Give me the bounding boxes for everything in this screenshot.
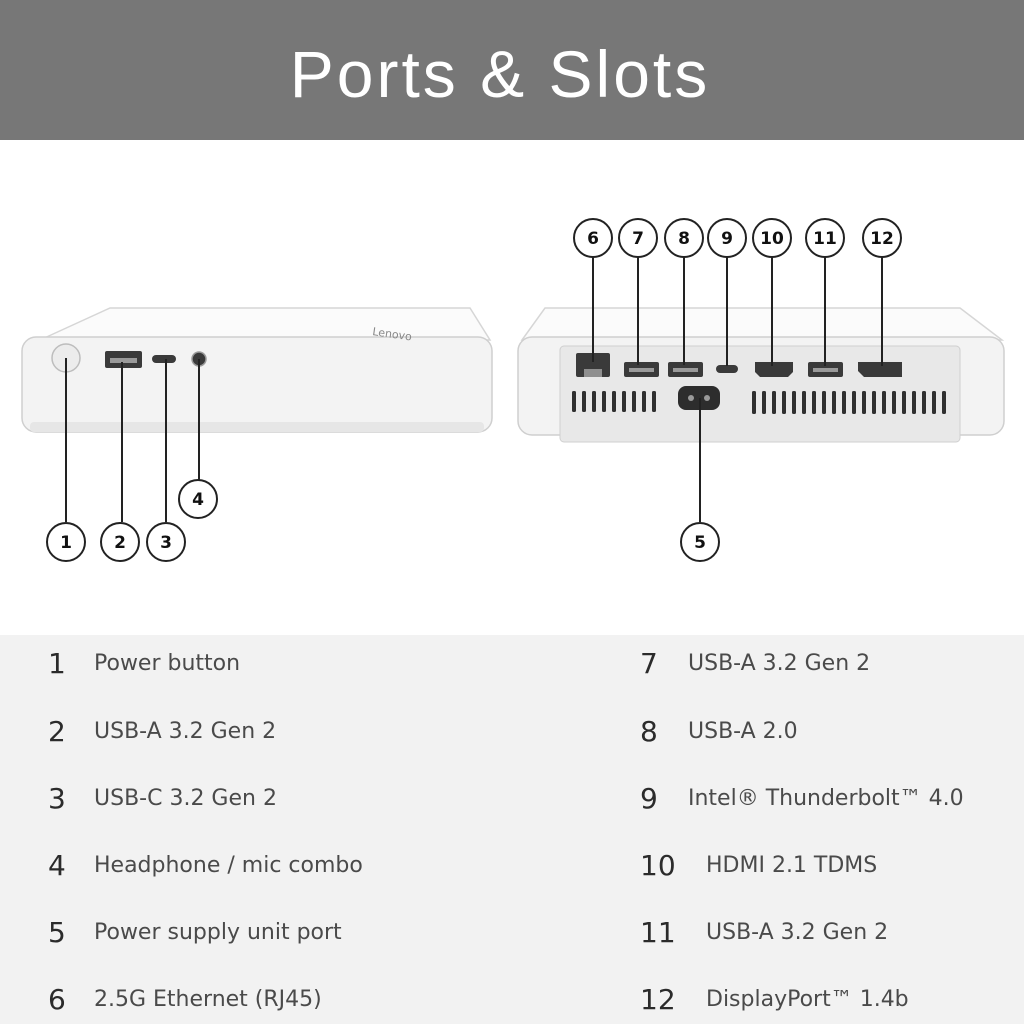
callout-label: 3 — [160, 533, 172, 553]
callout-1: 1 — [46, 522, 86, 562]
callout-6: 6 — [573, 218, 613, 258]
legend-label: HDMI 2.1 TDMS — [706, 852, 878, 878]
legend-label: Power button — [94, 650, 241, 676]
legend-number: 3 — [48, 781, 66, 815]
usb-a-port-tongue — [813, 368, 838, 372]
vent-right — [752, 391, 946, 414]
legend-item: 8 USB-A 2.0 — [640, 711, 798, 751]
legend-label: DisplayPort™ 1.4b — [706, 986, 909, 1012]
front-device-face — [21, 336, 493, 433]
callout-label: 1 — [60, 533, 72, 553]
callout-8: 8 — [664, 218, 704, 258]
legend-item: 11 USB-A 3.2 Gen 2 — [640, 912, 888, 952]
power-inlet-pin — [688, 395, 694, 401]
callout-5: 5 — [680, 522, 720, 562]
legend-label: USB-A 2.0 — [688, 718, 798, 744]
legend-item: 6 2.5G Ethernet (RJ45) — [48, 979, 322, 1019]
legend-number: 5 — [48, 915, 66, 949]
legend-item: 4 Headphone / mic combo — [48, 845, 363, 885]
legend-label: USB-A 3.2 Gen 2 — [706, 919, 889, 945]
legend-number: 8 — [640, 714, 658, 748]
callout-label: 12 — [870, 229, 894, 249]
legend-item: 3 USB-C 3.2 Gen 2 — [48, 778, 277, 818]
front-device-base — [30, 422, 484, 432]
legend-number: 7 — [640, 646, 658, 680]
callout-3: 3 — [146, 522, 186, 562]
callout-label: 9 — [721, 229, 733, 249]
device-illustration: Lenovo 1 2 — [0, 140, 1024, 635]
callout-11: 11 — [805, 218, 845, 258]
callout-12: 12 — [862, 218, 902, 258]
usb-c-port-icon — [152, 355, 176, 363]
legend-item: 1 Power button — [48, 643, 240, 683]
legend-label: USB-C 3.2 Gen 2 — [94, 785, 277, 811]
legend-label: Intel® Thunderbolt™ 4.0 — [688, 785, 964, 811]
ethernet-port-clip — [584, 369, 602, 377]
callout-label: 8 — [678, 229, 690, 249]
legend-item: 5 Power supply unit port — [48, 912, 342, 952]
legend-number: 10 — [640, 848, 676, 882]
usb-a-port-tongue — [110, 358, 137, 363]
usb-a-port-tongue — [629, 368, 654, 372]
legend-number: 11 — [640, 915, 676, 949]
header-banner: Ports & Slots — [0, 0, 1024, 140]
callout-label: 5 — [694, 533, 706, 553]
rear-io-panel — [559, 345, 961, 443]
legend-item: 10 HDMI 2.1 TDMS — [640, 845, 877, 885]
legend-item: 9 Intel® Thunderbolt™ 4.0 — [640, 778, 964, 818]
legend-item: 12 DisplayPort™ 1.4b — [640, 979, 909, 1019]
legend-label: 2.5G Ethernet (RJ45) — [94, 986, 322, 1012]
usb-a-port-tongue — [673, 368, 698, 372]
callout-10: 10 — [752, 218, 792, 258]
callout-label: 4 — [192, 490, 204, 510]
device-diagram: Lenovo 1 2 — [21, 218, 1005, 562]
callout-7: 7 — [618, 218, 658, 258]
legend-item: 7 USB-A 3.2 Gen 2 — [640, 643, 870, 683]
callout-9: 9 — [707, 218, 747, 258]
callout-label: 2 — [114, 533, 126, 553]
legend-number: 4 — [48, 848, 66, 882]
hdmi-port-icon — [755, 362, 793, 377]
front-view: Lenovo 1 2 — [21, 307, 493, 562]
thunderbolt-port-icon — [716, 365, 738, 373]
legend-label: Power supply unit port — [94, 919, 342, 945]
power-inlet-pin — [704, 395, 710, 401]
vent-left — [572, 391, 656, 412]
port-legend: 1 Power button 2 USB-A 3.2 Gen 2 3 USB-C… — [0, 635, 1024, 1024]
legend-number: 1 — [48, 646, 66, 680]
callout-2: 2 — [100, 522, 140, 562]
legend-label: USB-A 3.2 Gen 2 — [688, 650, 871, 676]
legend-item: 2 USB-A 3.2 Gen 2 — [48, 711, 276, 751]
page-title: Ports & Slots — [289, 37, 711, 111]
legend-number: 9 — [640, 781, 658, 815]
callout-label: 7 — [632, 229, 644, 249]
brand-logo: Lenovo — [372, 325, 413, 343]
callout-4: 4 — [178, 479, 218, 519]
displayport-port-icon — [858, 362, 902, 377]
callout-label: 10 — [760, 229, 784, 249]
front-device-top — [39, 307, 492, 341]
legend-number: 2 — [48, 714, 66, 748]
legend-number: 12 — [640, 982, 676, 1016]
rear-view: 6 7 8 9 10 11 — [517, 218, 1005, 562]
callout-label: 6 — [587, 229, 599, 249]
callout-label: 11 — [813, 229, 837, 249]
legend-label: Headphone / mic combo — [94, 852, 363, 878]
legend-number: 6 — [48, 982, 66, 1016]
legend-label: USB-A 3.2 Gen 2 — [94, 718, 277, 744]
